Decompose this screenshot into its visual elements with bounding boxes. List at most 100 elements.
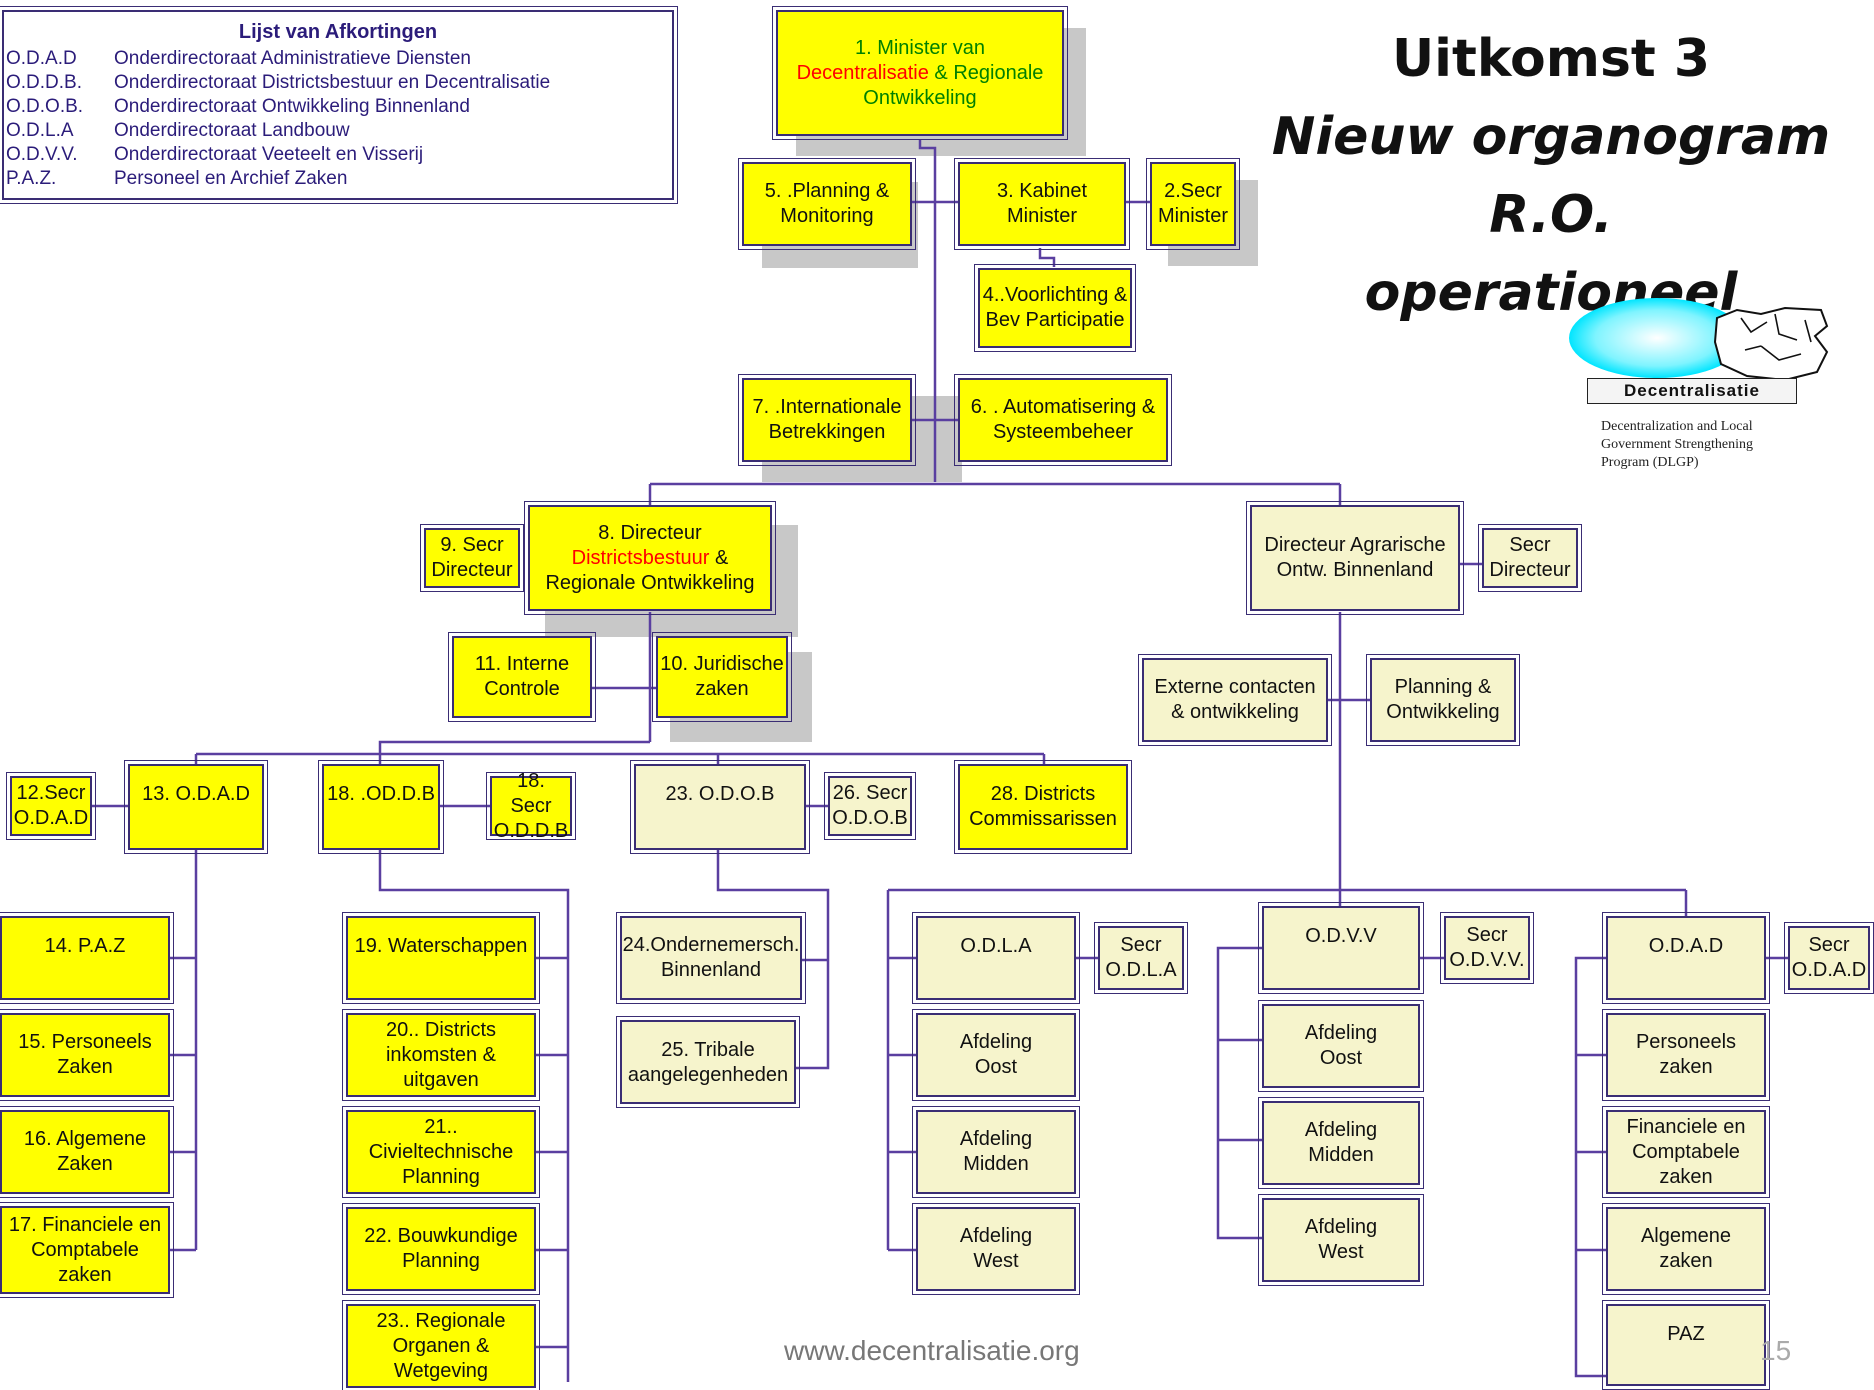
logo-map-graphic (1569, 298, 1829, 382)
legend-row: P.A.Z. Personeel en Archief Zaken (6, 168, 347, 190)
node-label: Afdeling West (1304, 1216, 1378, 1263)
node-label: 10. Juridische zaken (660, 653, 784, 700)
node-kabinet: 3. Kabinet Minister (954, 158, 1130, 250)
node-label: Afdeling Oost (1304, 1022, 1378, 1069)
legend-title: Lijst van Afkortingen (238, 21, 438, 43)
directeur-tail: & (709, 546, 729, 569)
node-label: Afdeling Midden (959, 1128, 1033, 1175)
node-label: 13. O.D.A.D (142, 783, 250, 805)
node-label: 17. Financiele en Comptabele zaken (8, 1213, 162, 1286)
node-secr-directeur-9: 9. Secr Directeur (420, 524, 524, 592)
node-odla-afdeling-midden: Afdeling Midden (912, 1106, 1080, 1198)
node-secr-oddb-18: 18. Secr O.D.D.B (486, 770, 576, 842)
node-financiele-17: 17. Financiele en Comptabele zaken (0, 1202, 174, 1298)
node-label: Planning & Ontwikkeling (1386, 676, 1500, 723)
slide-title: Uitkomst 3 Nieuw organogram R.O. operati… (1228, 20, 1874, 332)
logo-wordmark: Decentralisatie (1587, 378, 1797, 404)
node-label: 21.. Civieltechnische Planning (368, 1115, 514, 1188)
legend-text: Personeel en Archief Zaken (114, 168, 348, 189)
node-label: Afdeling Midden (1304, 1119, 1378, 1166)
node-oddb-18: 18. .OD.D.B (318, 760, 444, 854)
node-paz-14: 14. P.A.Z (0, 912, 174, 1004)
node-label: 20.. Districts inkomsten & uitgaven (385, 1018, 497, 1091)
node-voorlichting: 4..Voorlichting & Bev Participatie (974, 264, 1136, 352)
node-odla-afdeling-oost: Afdeling Oost (912, 1009, 1080, 1101)
node-label: 15. Personeels Zaken (18, 1031, 152, 1078)
node-label: 2.Secr Minister (1157, 180, 1228, 227)
node-label: 6. . Automatisering & Systeembeheer (970, 396, 1156, 443)
directeur-line3: Regionale Ontwikkeling (545, 571, 755, 594)
title-line: Nieuw organogram R.O. (1271, 107, 1831, 245)
node-planning-monitoring: 5. .Planning & Monitoring (738, 158, 916, 250)
node-districts-inkomsten-20: 20.. Districts inkomsten & uitgaven (342, 1009, 540, 1101)
page-number: 15 (1760, 1335, 1792, 1366)
node-label: Secr O.D.V.V. (1449, 924, 1525, 971)
node-planning-ontwikkeling: Planning & Ontwikkeling (1366, 654, 1520, 746)
node-bouwkundige-22: 22. Bouwkundige Planning (342, 1203, 540, 1295)
node-financiele-right: Financiele en Comptabele zaken (1602, 1106, 1770, 1198)
node-secr-odla: Secr O.D.L.A (1094, 922, 1188, 994)
node-label: Personeels zaken (1635, 1031, 1737, 1078)
decentralisatie-logo: Decentralisatie Decentralization and Loc… (1565, 296, 1835, 476)
node-odad-13: 13. O.D.A.D (124, 760, 268, 854)
minister-green-part: Regionale (953, 61, 1044, 84)
node-odad-right: O.D.A.D (1602, 912, 1770, 1004)
node-districts-commissarissen: 28. Districts Commissarissen (954, 760, 1132, 854)
node-label: 9. Secr Directeur (431, 534, 513, 581)
legend-row: O.D.V.V. Onderdirectoraat Veeteelt en Vis… (6, 144, 423, 166)
legend-abbr: O.D.D.B. (6, 72, 83, 93)
node-label: 16. Algemene Zaken (23, 1128, 147, 1175)
title-line: Uitkomst 3 (1391, 29, 1711, 89)
node-personeels-15: 15. Personeels Zaken (0, 1009, 174, 1101)
node-secr-minister: 2.Secr Minister (1146, 158, 1240, 250)
node-paz-right: PAZ (1602, 1300, 1770, 1390)
node-odvv-afdeling-oost: Afdeling Oost (1258, 1000, 1424, 1092)
node-label: 22. Bouwkundige Planning (364, 1225, 518, 1272)
abbreviation-legend: Lijst van Afkortingen O.D.A.D Onderdirect… (0, 6, 678, 204)
node-regionale-organen-23: 23.. Regionale Organen & Wetgeving (342, 1300, 540, 1390)
node-label: 23. O.D.O.B (665, 783, 775, 805)
node-label: 28. Districts Commissarissen (969, 783, 1117, 830)
node-interne-controle: 11. Interne Controle (448, 632, 596, 722)
node-label: O.D.L.A (960, 935, 1032, 957)
node-personeels-zaken-right: Personeels zaken (1602, 1009, 1770, 1101)
legend-text: Onderdirectoraat Districtsbestuur en Dec… (114, 72, 551, 93)
node-odla: O.D.L.A (912, 912, 1080, 1004)
directeur-red-part: Districtsbestuur (571, 546, 710, 569)
legend-abbr: O.D.V.V. (6, 144, 78, 165)
node-ondernemersch-24: 24.Ondernemersch. Binnenland (616, 912, 806, 1004)
legend-row: O.D.A.D Onderdirectoraat Administratieve … (6, 48, 471, 70)
legend-abbr: O.D.A.D (6, 48, 77, 69)
node-label: O.D.V.V (1305, 925, 1377, 947)
node-label: Financiele en Comptabele zaken (1626, 1115, 1746, 1188)
logo-subtitle: Decentralization and Local Government St… (1601, 419, 1754, 470)
legend-abbr: P.A.Z. (6, 168, 57, 189)
footer-url[interactable]: www.decentralisatie.org (784, 1335, 1080, 1366)
node-label: 25. Tribale aangelegenheden (627, 1039, 789, 1086)
node-secr-odad-12: 12.Secr O.D.A.D (6, 772, 96, 840)
node-odla-afdeling-west: Afdeling West (912, 1203, 1080, 1295)
node-algemene-zaken-right: Algemene zaken (1602, 1203, 1770, 1295)
node-tribale-25: 25. Tribale aangelegenheden (616, 1016, 800, 1108)
node-automatisering: 6. . Automatisering & Systeembeheer (954, 374, 1172, 466)
node-label: 14. P.A.Z (44, 935, 126, 957)
legend-text: Onderdirectoraat Administratieve Dienste… (114, 48, 471, 69)
legend-text: Onderdirectoraat Veeteelt en Visserij (114, 144, 424, 165)
node-secr-odad-right: Secr O.D.A.D (1784, 922, 1874, 994)
node-label: 7. .Internationale Betrekkingen (752, 396, 902, 443)
legend-abbr: O.D.L.A (6, 120, 74, 141)
node-odvv-afdeling-midden: Afdeling Midden (1258, 1097, 1424, 1189)
legend-text: Onderdirectoraat Ontwikkeling Binnenland (114, 96, 470, 117)
minister-line1: 1. Minister van (854, 36, 986, 59)
node-internationale: 7. .Internationale Betrekkingen (738, 374, 916, 466)
minister-label: 1. Minister van Decentralisatie & Region… (797, 36, 1044, 111)
node-minister: 1. Minister van Decentralisatie & Region… (772, 6, 1068, 140)
node-label: 18. Secr O.D.D.B (493, 769, 569, 842)
node-label: 18. .OD.D.B (327, 783, 435, 805)
node-label: Directeur Agrarische Ontw. Binnenland (1264, 534, 1446, 581)
node-label: Afdeling West (959, 1225, 1033, 1272)
minister-red-part: Decentralisatie (796, 61, 929, 84)
node-label: 11. Interne Controle (474, 653, 570, 700)
node-juridische-zaken: 10. Juridische zaken (652, 632, 792, 722)
node-algemene-16: 16. Algemene Zaken (0, 1106, 174, 1198)
